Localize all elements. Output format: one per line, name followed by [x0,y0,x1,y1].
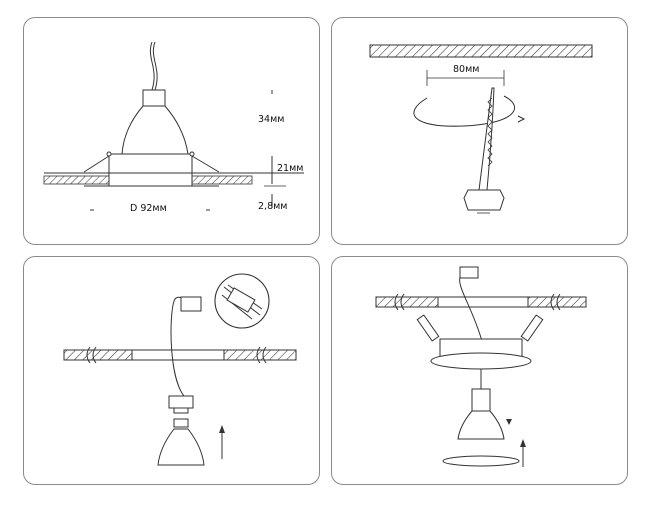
diameter-label: D 92мм [130,203,167,214]
panel-install [331,256,628,485]
install-drawing [375,266,587,467]
panel-dimensions: 34мм 21мм 2,8мм D 92мм [23,17,320,245]
panel-cut-hole: 80мм [331,17,628,245]
wiring-drawing [63,273,297,466]
flange-label: 2,8мм [258,201,288,212]
cut-hole-drawing [369,44,593,214]
panel-wiring [23,256,320,485]
height-label: 34мм [258,114,285,125]
depth-label: 21мм [277,163,304,174]
hole-diameter-label: 80мм [453,64,480,75]
dimension-drawing [43,41,304,211]
